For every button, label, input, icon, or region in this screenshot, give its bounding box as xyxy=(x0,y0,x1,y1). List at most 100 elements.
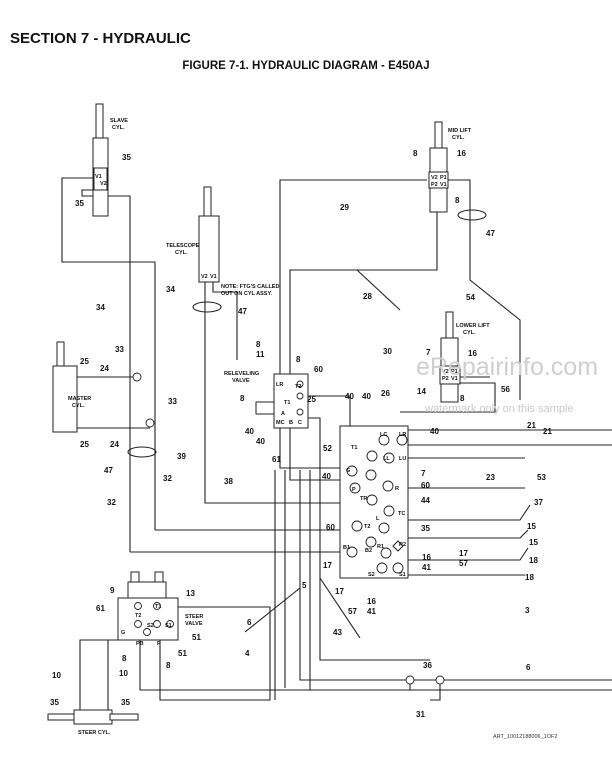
callout: 41 xyxy=(367,607,376,616)
callout: 40 xyxy=(345,392,354,401)
callout-numbers: 35 35 8 16 8 47 29 28 54 34 34 47 25 24 … xyxy=(50,149,552,719)
callout: 51 xyxy=(192,633,201,642)
note-line-2: OUT ON CYL ASSY. xyxy=(221,291,273,297)
port-p-mv: P xyxy=(352,487,356,493)
port-pb-sv: PB xyxy=(136,641,144,647)
port-mc-rv: MC xyxy=(276,420,285,426)
callout: 35 xyxy=(421,524,430,533)
port-a-rv: A xyxy=(281,411,285,417)
port-t2-sv: T2 xyxy=(135,613,141,619)
port-b-rv: B xyxy=(289,420,293,426)
slave-label-2: CYL. xyxy=(112,125,125,131)
callout: 51 xyxy=(178,649,187,658)
callout: 25 xyxy=(307,395,316,404)
callout: 16 xyxy=(457,149,466,158)
relevel-label: RELEVELING xyxy=(224,371,259,377)
callout: 24 xyxy=(100,364,109,373)
port-r: R xyxy=(395,486,399,492)
callout: 60 xyxy=(326,523,335,532)
port-r2: R2 xyxy=(399,542,406,548)
steer-valve xyxy=(117,571,179,641)
port-v1-tele: V1 xyxy=(210,274,217,280)
port-t1-sv: T1 xyxy=(155,604,161,610)
callout: 38 xyxy=(224,477,233,486)
callout: 8 xyxy=(413,149,418,158)
steer-cylinder xyxy=(47,709,139,725)
port-lr: LR xyxy=(399,432,406,438)
callout: 17 xyxy=(323,561,332,570)
callout: 24 xyxy=(110,440,119,449)
callout: 10 xyxy=(52,671,61,680)
callout: 26 xyxy=(381,389,390,398)
callout: 13 xyxy=(186,589,195,598)
callout: 40 xyxy=(322,472,331,481)
callout: 18 xyxy=(525,573,534,582)
callout: 40 xyxy=(430,427,439,436)
callout: 16 xyxy=(468,349,477,358)
note-line-1: NOTE: FTG'S CALLED xyxy=(221,284,279,290)
callout: 29 xyxy=(340,203,349,212)
junction-33-a xyxy=(132,372,142,382)
lowerlift-label: LOWER LIFT xyxy=(456,323,490,329)
callout: 16 xyxy=(422,553,431,562)
callout: 15 xyxy=(527,522,536,531)
callout: 8 xyxy=(455,196,460,205)
callout: 41 xyxy=(422,563,431,572)
steervalve-label: STEER xyxy=(185,614,203,620)
port-v2-low: V2 xyxy=(442,369,449,375)
steervalve-label-2: VALVE xyxy=(185,621,203,627)
callout: 33 xyxy=(115,345,124,354)
callout: 32 xyxy=(107,498,116,507)
port-lc: LC xyxy=(380,432,387,438)
port-p2-mid: P2 xyxy=(431,182,438,188)
port-p1-low: P1 xyxy=(451,369,458,375)
callout: 34 xyxy=(96,303,105,312)
callout: 8 xyxy=(296,355,301,364)
callout: 33 xyxy=(168,397,177,406)
callout: 34 xyxy=(166,285,175,294)
callout: 32 xyxy=(163,474,172,483)
port-s2-mv: S2 xyxy=(368,572,375,578)
port-v1-low: V1 xyxy=(451,376,458,382)
mid-lift-cylinder xyxy=(428,121,449,213)
steercyl-label: STEER CYL. xyxy=(78,730,111,736)
callout: 35 xyxy=(50,698,59,707)
telescope-label: TELESCOPE xyxy=(166,243,200,249)
port-s1-mv: S1 xyxy=(399,572,406,578)
port-t2-rv: T2 xyxy=(295,384,301,390)
hose-lines xyxy=(61,177,612,712)
callout: 61 xyxy=(96,604,105,613)
callout: 17 xyxy=(335,587,344,596)
callout: 52 xyxy=(323,444,332,453)
main-control-valve xyxy=(339,425,409,579)
callout: 9 xyxy=(110,586,115,595)
callout: 6 xyxy=(247,618,252,627)
port-r1: R1 xyxy=(377,544,384,550)
port-v1-mid: V1 xyxy=(440,182,447,188)
callout: 39 xyxy=(177,452,186,461)
master-label-2: CYL. xyxy=(72,403,85,409)
port-lu: LU xyxy=(399,456,406,462)
relevel-label-2: VALVE xyxy=(232,378,250,384)
callout: 4 xyxy=(245,649,250,658)
callout: 36 xyxy=(423,661,432,670)
callout: 6 xyxy=(526,663,531,672)
callout: 18 xyxy=(529,556,538,565)
callout: 53 xyxy=(537,473,546,482)
port-c-rv: C xyxy=(298,420,302,426)
callout: 60 xyxy=(421,481,430,490)
callout: 8 xyxy=(166,661,171,670)
port-t1-rv: T1 xyxy=(284,400,290,406)
port-v1-slave: V1 xyxy=(95,174,102,180)
callout: 8 xyxy=(460,394,465,403)
port-v2-mid: V2 xyxy=(431,175,438,181)
callout: 8 xyxy=(240,394,245,403)
master-label: MASTER xyxy=(68,396,91,402)
loop-47-b xyxy=(192,301,222,313)
watermark-main: eRepairinfo.com xyxy=(416,353,598,381)
section-title: SECTION 7 - HYDRAULIC xyxy=(10,30,191,47)
callout: 10 xyxy=(119,669,128,678)
callout: 7 xyxy=(426,348,431,357)
port-g-mv: G xyxy=(346,468,350,474)
